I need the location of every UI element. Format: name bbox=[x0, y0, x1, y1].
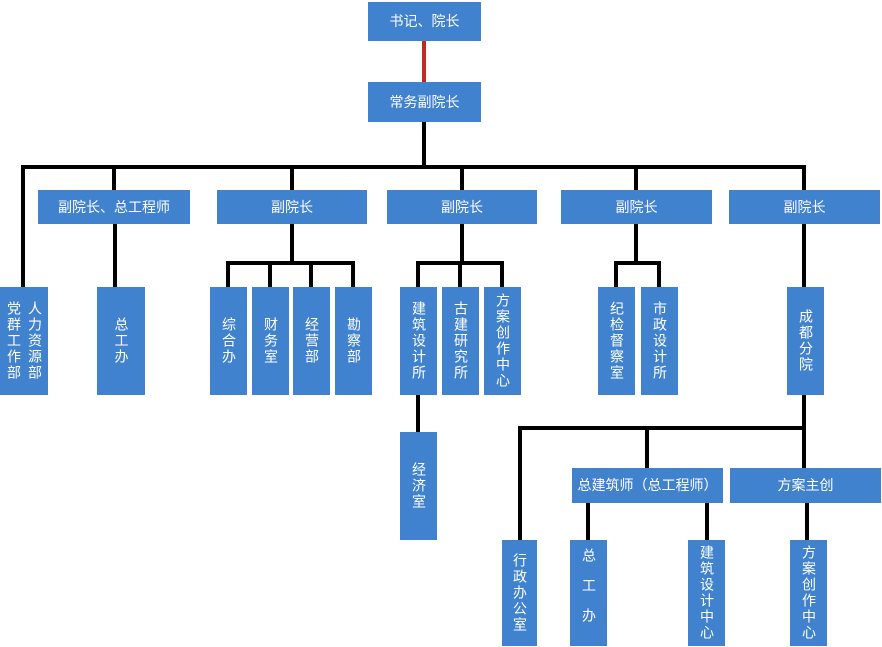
connector-line bbox=[21, 169, 25, 287]
org-node-label: 经济室 bbox=[411, 462, 427, 510]
org-node-label: 综合办 bbox=[221, 317, 237, 365]
connector-line bbox=[802, 169, 806, 190]
connector-line bbox=[351, 265, 355, 287]
connector-line bbox=[634, 224, 638, 261]
connector-line bbox=[500, 265, 504, 287]
org-node-label: 建筑设计所 bbox=[411, 301, 427, 381]
org-node-admin-office: 行政办公室 bbox=[502, 540, 537, 646]
org-node-vice-dean-4: 副院长 bbox=[561, 190, 712, 224]
org-node-architecture-design-center: 建筑设计中心 bbox=[688, 540, 725, 646]
connector-line bbox=[226, 261, 355, 265]
connector-line bbox=[645, 430, 649, 468]
org-node-scheme-creation-center-chengdu: 方案创作中心 bbox=[790, 540, 827, 646]
org-node-hr-and-party-dept: 人力资源部 党群工作部 bbox=[0, 287, 48, 395]
connector-line bbox=[416, 261, 504, 265]
connector-line bbox=[416, 395, 420, 432]
org-node-label: 财务室 bbox=[263, 317, 279, 365]
org-node-label: 副院长 bbox=[615, 198, 658, 215]
org-node-vice-dean-2: 副院长 bbox=[217, 190, 367, 224]
connector-line bbox=[518, 430, 522, 540]
org-node-label: 经营部 bbox=[304, 317, 320, 365]
connector-line bbox=[805, 503, 809, 540]
org-node-chief-engineer-office: 总工办 bbox=[97, 287, 145, 395]
org-node-scheme-creation-center: 方案创作中心 bbox=[484, 287, 521, 395]
org-node-label: 副院长 bbox=[271, 198, 313, 215]
org-node-scheme-lead: 方案主创 bbox=[730, 468, 881, 503]
org-node-ancient-architecture-institute: 古建研究所 bbox=[442, 287, 479, 395]
org-node-economy-office: 经济室 bbox=[400, 432, 437, 540]
connector-line bbox=[422, 122, 426, 165]
connector-line bbox=[226, 265, 230, 287]
connector-line bbox=[614, 261, 661, 265]
org-node-label: 总工办 bbox=[581, 548, 597, 638]
connector-line bbox=[416, 265, 420, 287]
org-node-label: 方案创作中心 bbox=[495, 293, 511, 389]
org-node-label: 方案创作中心 bbox=[801, 545, 817, 641]
connector-line bbox=[614, 265, 618, 287]
org-node-operations-dept: 经营部 bbox=[293, 287, 330, 395]
org-node-label: 总工办 bbox=[113, 317, 130, 365]
connector-line bbox=[802, 224, 806, 287]
connector-line bbox=[705, 503, 709, 540]
org-node-label: 建筑设计中心 bbox=[699, 545, 715, 641]
org-node-label: 副院长 bbox=[783, 198, 826, 215]
org-node-label: 副院长、总工程师 bbox=[58, 198, 170, 215]
org-node-label: 勘察部 bbox=[346, 317, 362, 365]
org-node-vice-dean-3: 副院长 bbox=[387, 190, 537, 224]
org-node-chief-engineer-office-chengdu: 总工办 bbox=[570, 540, 607, 646]
org-node-label: 古建研究所 bbox=[453, 301, 469, 381]
org-node-chief-architect: 总建筑师（总工程师） bbox=[572, 468, 723, 503]
org-node-architecture-design-institute: 建筑设计所 bbox=[400, 287, 437, 395]
org-node-vice-dean-chief-engineer: 副院长、总工程师 bbox=[38, 190, 190, 224]
org-node-label: 副院长 bbox=[441, 198, 483, 215]
connector-line bbox=[290, 169, 294, 190]
org-node-label: 人力资源部 党群工作部 bbox=[6, 301, 43, 381]
connector-line bbox=[113, 224, 117, 287]
connector-line bbox=[309, 265, 313, 287]
org-node-label: 行政办公室 bbox=[512, 553, 528, 633]
org-node-vice-dean-5: 副院长 bbox=[729, 190, 880, 224]
connector-line bbox=[657, 265, 661, 287]
org-node-municipal-design-institute: 市政设计所 bbox=[641, 287, 678, 395]
org-node-label: 市政设计所 bbox=[652, 301, 668, 381]
org-node-label: 方案主创 bbox=[777, 477, 834, 494]
connector-line bbox=[21, 165, 806, 169]
connector-line bbox=[634, 169, 638, 190]
connector-line bbox=[458, 265, 462, 287]
connector-line bbox=[268, 265, 272, 287]
org-node-finance-office: 财务室 bbox=[252, 287, 289, 395]
org-node-survey-dept: 勘察部 bbox=[335, 287, 372, 395]
org-node-label: 书记、院长 bbox=[389, 13, 460, 30]
org-node-general-office: 综合办 bbox=[210, 287, 247, 395]
org-node-chengdu-branch: 成都分院 bbox=[787, 287, 824, 395]
org-node-label: 成都分院 bbox=[798, 309, 814, 373]
org-node-label: 纪检督察室 bbox=[609, 301, 625, 381]
connector-line bbox=[112, 169, 116, 190]
org-node-label: 总建筑师（总工程师） bbox=[577, 477, 718, 494]
connector-line bbox=[460, 169, 464, 190]
org-node-secretary-dean: 书记、院长 bbox=[368, 2, 481, 41]
red-connector-line bbox=[422, 40, 426, 82]
connector-line bbox=[290, 224, 294, 261]
connector-line bbox=[460, 224, 464, 261]
org-node-executive-vice-dean: 常务副院长 bbox=[368, 82, 481, 122]
connector-line bbox=[518, 426, 806, 430]
org-node-discipline-inspection-office: 纪检督察室 bbox=[598, 287, 635, 395]
connector-line bbox=[586, 503, 590, 540]
org-node-label: 常务副院长 bbox=[389, 93, 460, 110]
connector-line bbox=[802, 395, 806, 468]
